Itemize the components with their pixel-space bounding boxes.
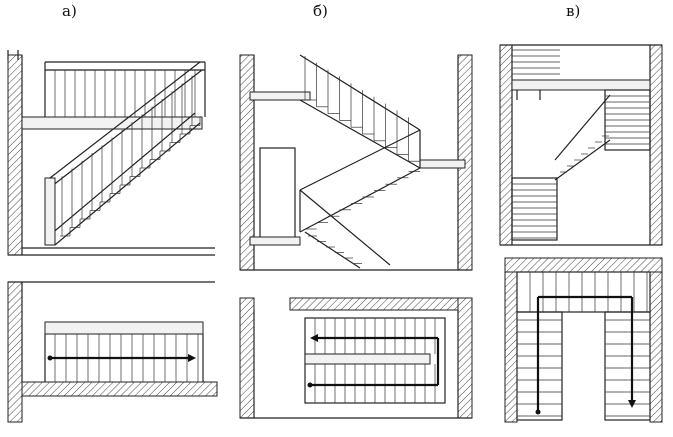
handrail-plan-a: [44, 321, 204, 335]
section-b-stair-elevation: [239, 54, 473, 271]
upper-landing-c: [511, 79, 651, 91]
door-opening-b: [259, 147, 296, 241]
newel-post-a: [44, 177, 56, 246]
wall-right-c-plan: [649, 271, 663, 423]
wall-left-c: [499, 44, 513, 246]
stairwell-rail-b: [304, 353, 431, 365]
section-c-stair-elevation: [499, 44, 663, 246]
section-b-stair-plan: [239, 297, 473, 419]
wall-right-c: [649, 44, 663, 246]
label-variant-a: а): [62, 2, 77, 20]
landing-plan-c: [516, 271, 651, 313]
wall-bottom-a-plan: [21, 381, 218, 397]
section-a-stair-plan: [7, 281, 218, 423]
wall-left-c-plan: [504, 271, 518, 423]
wall-right-b-plan: [457, 297, 473, 419]
wall-left-a: [7, 54, 23, 256]
section-a-stair-elevation: [7, 50, 215, 256]
label-variant-c: в): [566, 2, 581, 20]
wall-left-a-plan: [7, 281, 23, 423]
wall-left-b-plan: [239, 297, 255, 419]
section-c-stair-plan: [504, 257, 663, 423]
label-variant-b: б): [313, 2, 328, 20]
wall-top-c-plan: [504, 257, 663, 273]
upper-landing-slab-a: [21, 116, 203, 130]
wall-top-b-plan: [289, 297, 459, 311]
